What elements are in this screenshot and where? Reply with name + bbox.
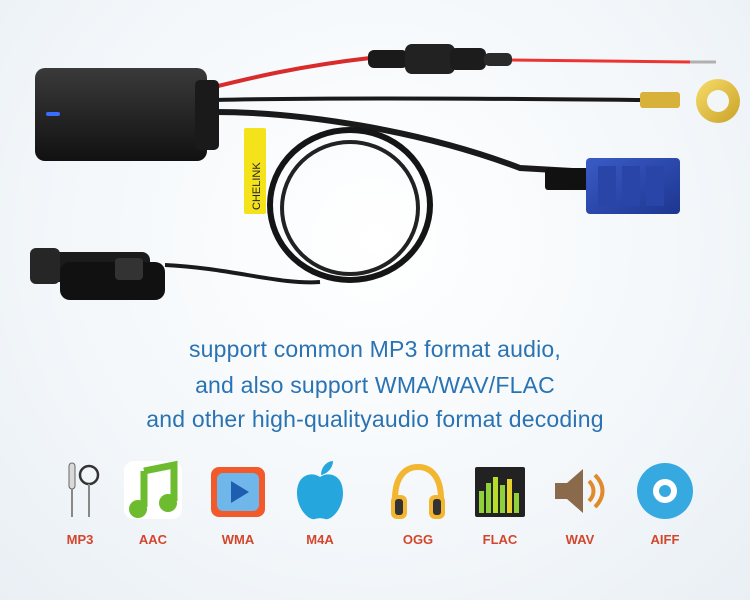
blue-connector [545,158,680,214]
cable-loop-inner [280,140,420,276]
format-label: WAV [565,532,595,547]
microphone [30,248,165,300]
product-image: CHELINK [30,44,740,300]
music-note-icon [124,460,182,519]
headphones-icon [391,463,445,519]
bluetooth-module [35,68,219,161]
format-aac: AAC [113,455,193,555]
earphones-icon [68,462,100,517]
ring-terminal [640,79,740,123]
format-wma: WMA [198,455,278,555]
brand-label: CHELINK [251,162,263,210]
tagline-line-2: and also support WMA/WAV/FLAC [195,372,555,398]
media-player-icon [211,467,265,517]
brand-tag: CHELINK [244,128,266,214]
tagline-line-3: and other high-qualityaudio format decod… [146,406,604,432]
connector-cable [214,109,591,175]
microphone-cable [164,263,321,285]
speaker-icon [555,469,605,513]
apple-icon [297,461,343,520]
format-label: OGG [402,532,434,547]
red-wire-end [509,58,691,64]
fuse-holder [368,44,512,74]
format-flac: FLAC [460,455,540,555]
format-ogg: OGG [378,455,458,555]
format-m4a: M4A [280,455,360,555]
format-wav: WAV [540,455,620,555]
format-aiff: AIFF [625,455,705,555]
disc-icon [637,463,693,519]
format-label: MP3 [66,532,94,547]
ground-wire [214,96,641,102]
equalizer-icon [475,467,525,517]
format-label: WMA [221,532,255,547]
format-label: AIFF [650,532,680,547]
cable-loop [267,127,433,283]
format-label: FLAC [482,532,518,547]
red-wire [209,56,371,90]
format-label: M4A [306,532,334,547]
format-label: AAC [138,532,168,547]
tagline-line-1: support common MP3 format audio, [188,336,561,362]
format-list: MP3 AAC WMA M4A [0,455,750,565]
format-mp3: MP3 [40,455,120,555]
